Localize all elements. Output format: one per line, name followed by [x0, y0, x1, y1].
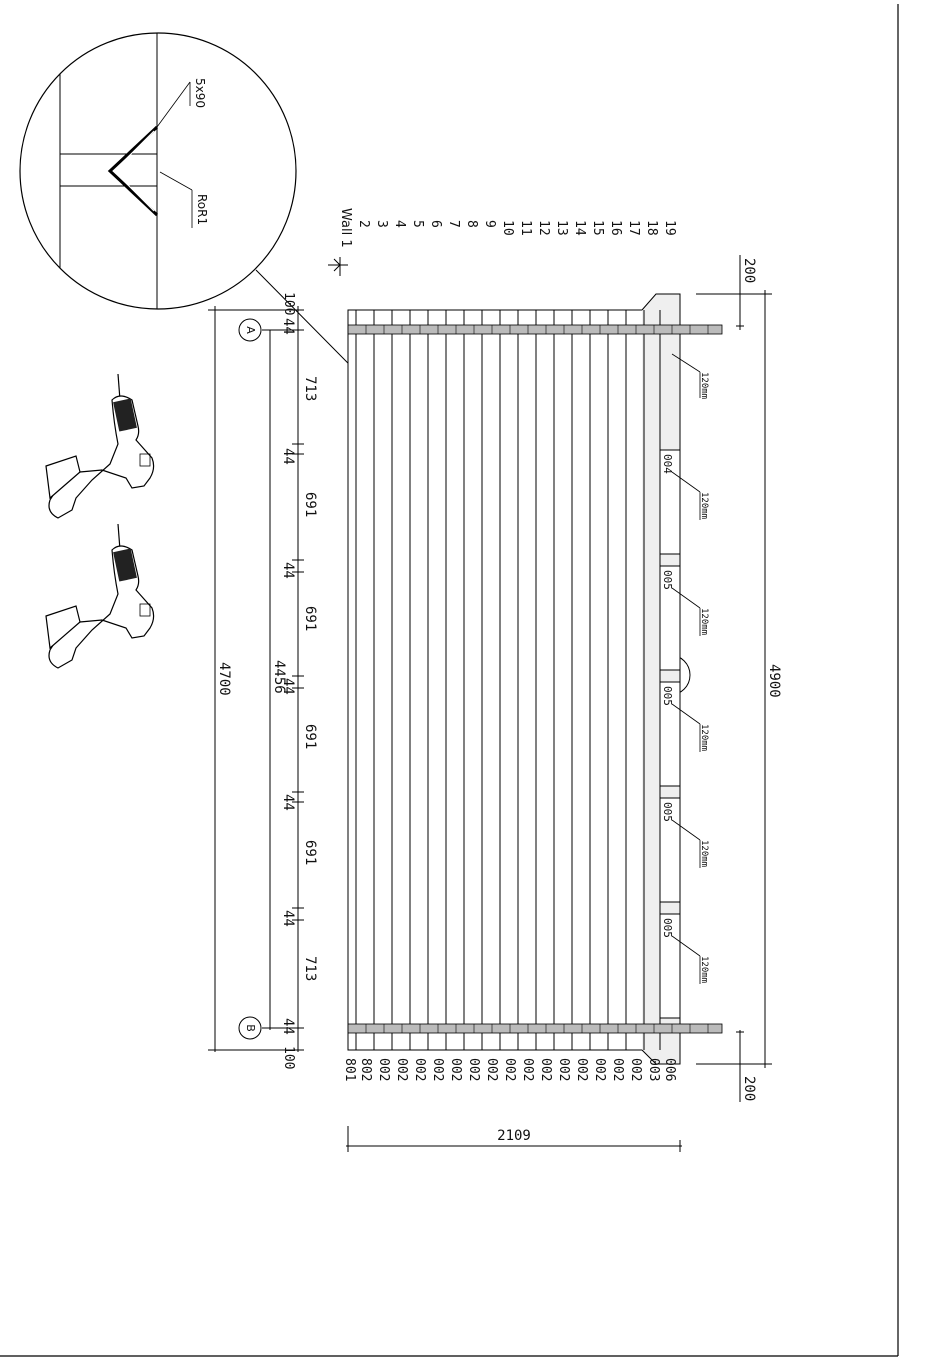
segment-label: 44 [280, 910, 296, 927]
row-number: 2 [356, 220, 371, 228]
row-number: 19 [662, 220, 677, 236]
row-number: 4 [392, 220, 407, 228]
segment-label: 713 [302, 956, 318, 981]
segment-label: 44 [280, 794, 296, 811]
segment-label: 691 [302, 724, 318, 749]
axis-label-a: A [244, 326, 257, 334]
strip-width-label: 120mm [699, 372, 709, 399]
part-code: 801 [342, 1058, 357, 1081]
part-code: 002 [628, 1058, 643, 1081]
part-code: 002 [376, 1058, 391, 1081]
row-number: 3 [374, 220, 389, 228]
part-code: 802 [358, 1058, 373, 1081]
part-code: 002 [538, 1058, 553, 1081]
bracket-label: RoR1 [195, 194, 209, 225]
axis-marker-a: A [239, 319, 261, 341]
wall-title: Wall 1 [338, 208, 353, 248]
strip-code: 005 [661, 802, 674, 822]
segment-label: 691 [302, 492, 318, 517]
axis-label-b: B [244, 1024, 257, 1032]
segment-label: 44 [280, 318, 296, 335]
part-code: 003 [646, 1058, 661, 1081]
overhang-top-label: 200 [741, 258, 757, 283]
row-number: 5 [410, 220, 425, 228]
segment-label: 691 [302, 840, 318, 865]
row-number: 10 [500, 220, 515, 236]
part-code: 002 [556, 1058, 571, 1081]
part-code: 002 [466, 1058, 481, 1081]
top-strips: 004 120mm 005 120mm 005 120mm 005 120mm 005 120mm… [660, 354, 709, 1018]
notch-band [348, 325, 722, 334]
row-number: 15 [590, 220, 605, 236]
row-number: 17 [626, 220, 641, 236]
orientation-arrow-icon [328, 257, 348, 276]
screw-label: 5x90 [193, 78, 207, 108]
row-number: 6 [428, 220, 443, 228]
strip-width-label: 120mm [699, 608, 709, 635]
axis-marker-b: B [239, 1017, 261, 1039]
row-number: 9 [482, 220, 497, 228]
part-code: 002 [574, 1058, 589, 1081]
notch-band [348, 1024, 722, 1033]
row-number: 14 [572, 220, 587, 236]
segment-label: 691 [302, 606, 318, 631]
edge-bottom-label: 100 [281, 1046, 296, 1069]
cordless-drill-icon [46, 524, 154, 668]
overall-length-label: 4900 [766, 664, 782, 698]
part-code: 002 [430, 1058, 445, 1081]
part-code: 002 [520, 1058, 535, 1081]
strip-width-label: 120mm [699, 724, 709, 751]
part-code: 002 [592, 1058, 607, 1081]
strip-width-label: 120mm [699, 492, 709, 519]
strip-code: 005 [661, 918, 674, 938]
segment-label: 44 [280, 1018, 296, 1035]
row-number: 7 [446, 220, 461, 228]
cordless-drill-icon [46, 374, 154, 518]
segment-label: 713 [302, 376, 318, 401]
part-code: 002 [448, 1058, 463, 1081]
row-number: 13 [554, 220, 569, 236]
strip-code: 005 [661, 686, 674, 706]
strip-code: 005 [661, 570, 674, 590]
strip-code: 004 [661, 454, 674, 474]
part-code: 002 [394, 1058, 409, 1081]
strip-width-label: 120mm [699, 956, 709, 983]
wall-outline [348, 310, 660, 1050]
overhang-bottom-label: 200 [741, 1076, 757, 1101]
detail-circle [20, 33, 296, 309]
row-number: 8 [464, 220, 479, 228]
part-code: 002 [610, 1058, 625, 1081]
segment-label: 44 [280, 448, 296, 465]
detail-magnifier: 5x90 RoR1 [20, 33, 296, 309]
part-code: 006 [662, 1058, 677, 1081]
row-number: 16 [608, 220, 623, 236]
edge-top-label: 100 [281, 292, 296, 315]
row-number: 18 [644, 220, 659, 236]
height-label: 2109 [497, 1128, 531, 1144]
part-code: 002 [484, 1058, 499, 1081]
row-number: 12 [536, 220, 551, 236]
wall-logs [348, 294, 680, 1064]
segment-label: 44 [280, 562, 296, 579]
part-code: 002 [502, 1058, 517, 1081]
row-number: 11 [518, 220, 533, 236]
strip-width-label: 120mm [699, 840, 709, 867]
part-code: 002 [412, 1058, 427, 1081]
segment-label: 44 [280, 678, 296, 695]
wall-length-label: 4700 [216, 662, 232, 696]
